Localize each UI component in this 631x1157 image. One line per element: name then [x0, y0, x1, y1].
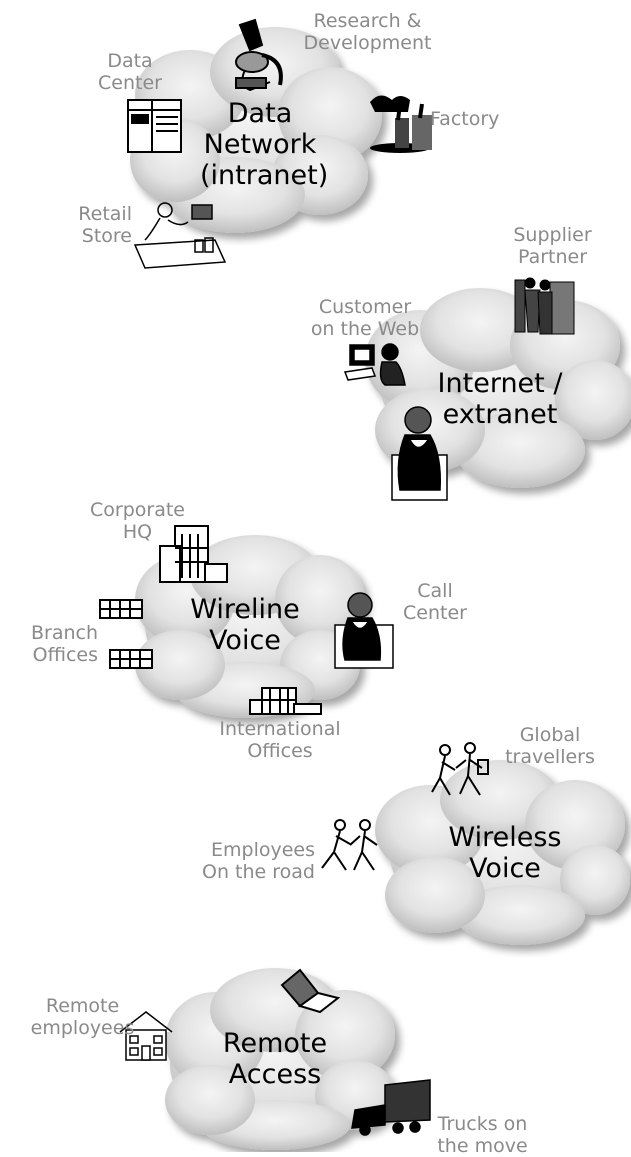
- house-icon: [119, 1011, 173, 1061]
- cloud-title-wireless: Wireless Voice: [448, 822, 562, 884]
- cloud-wireline: [135, 535, 365, 718]
- supplier-partner-icon: [514, 277, 575, 335]
- factory-icon: [370, 95, 432, 153]
- cloud-title-data-network: Data Network (intranet): [200, 98, 329, 191]
- truck-icon: [351, 1079, 431, 1136]
- retail-store-icon: [133, 202, 227, 269]
- cloud-title-remote: Remote Access: [222, 1028, 328, 1090]
- label-research: Research &Development: [303, 10, 432, 54]
- laptop-icon: [280, 968, 341, 1014]
- cloud-title-wireline: Wireline Voice: [190, 594, 300, 656]
- customer-web-icon: [343, 343, 406, 386]
- branch-office-icon: [99, 599, 143, 619]
- branch-office-icon: [109, 649, 153, 669]
- microscope-icon: [235, 18, 283, 92]
- call-center-agent-icon: [334, 592, 394, 669]
- cloud-title-internet: Internet / extranet: [437, 368, 563, 430]
- data-center-icon: [127, 99, 182, 153]
- corporate-hq-icon: [159, 525, 228, 583]
- international-office-icon: [249, 687, 322, 715]
- label-factory: Factory: [430, 108, 500, 130]
- road-employees-icon: [321, 819, 378, 871]
- global-travellers-icon: [431, 742, 489, 796]
- cloud-data-network: [130, 27, 382, 233]
- headset-agent-icon: [391, 406, 448, 501]
